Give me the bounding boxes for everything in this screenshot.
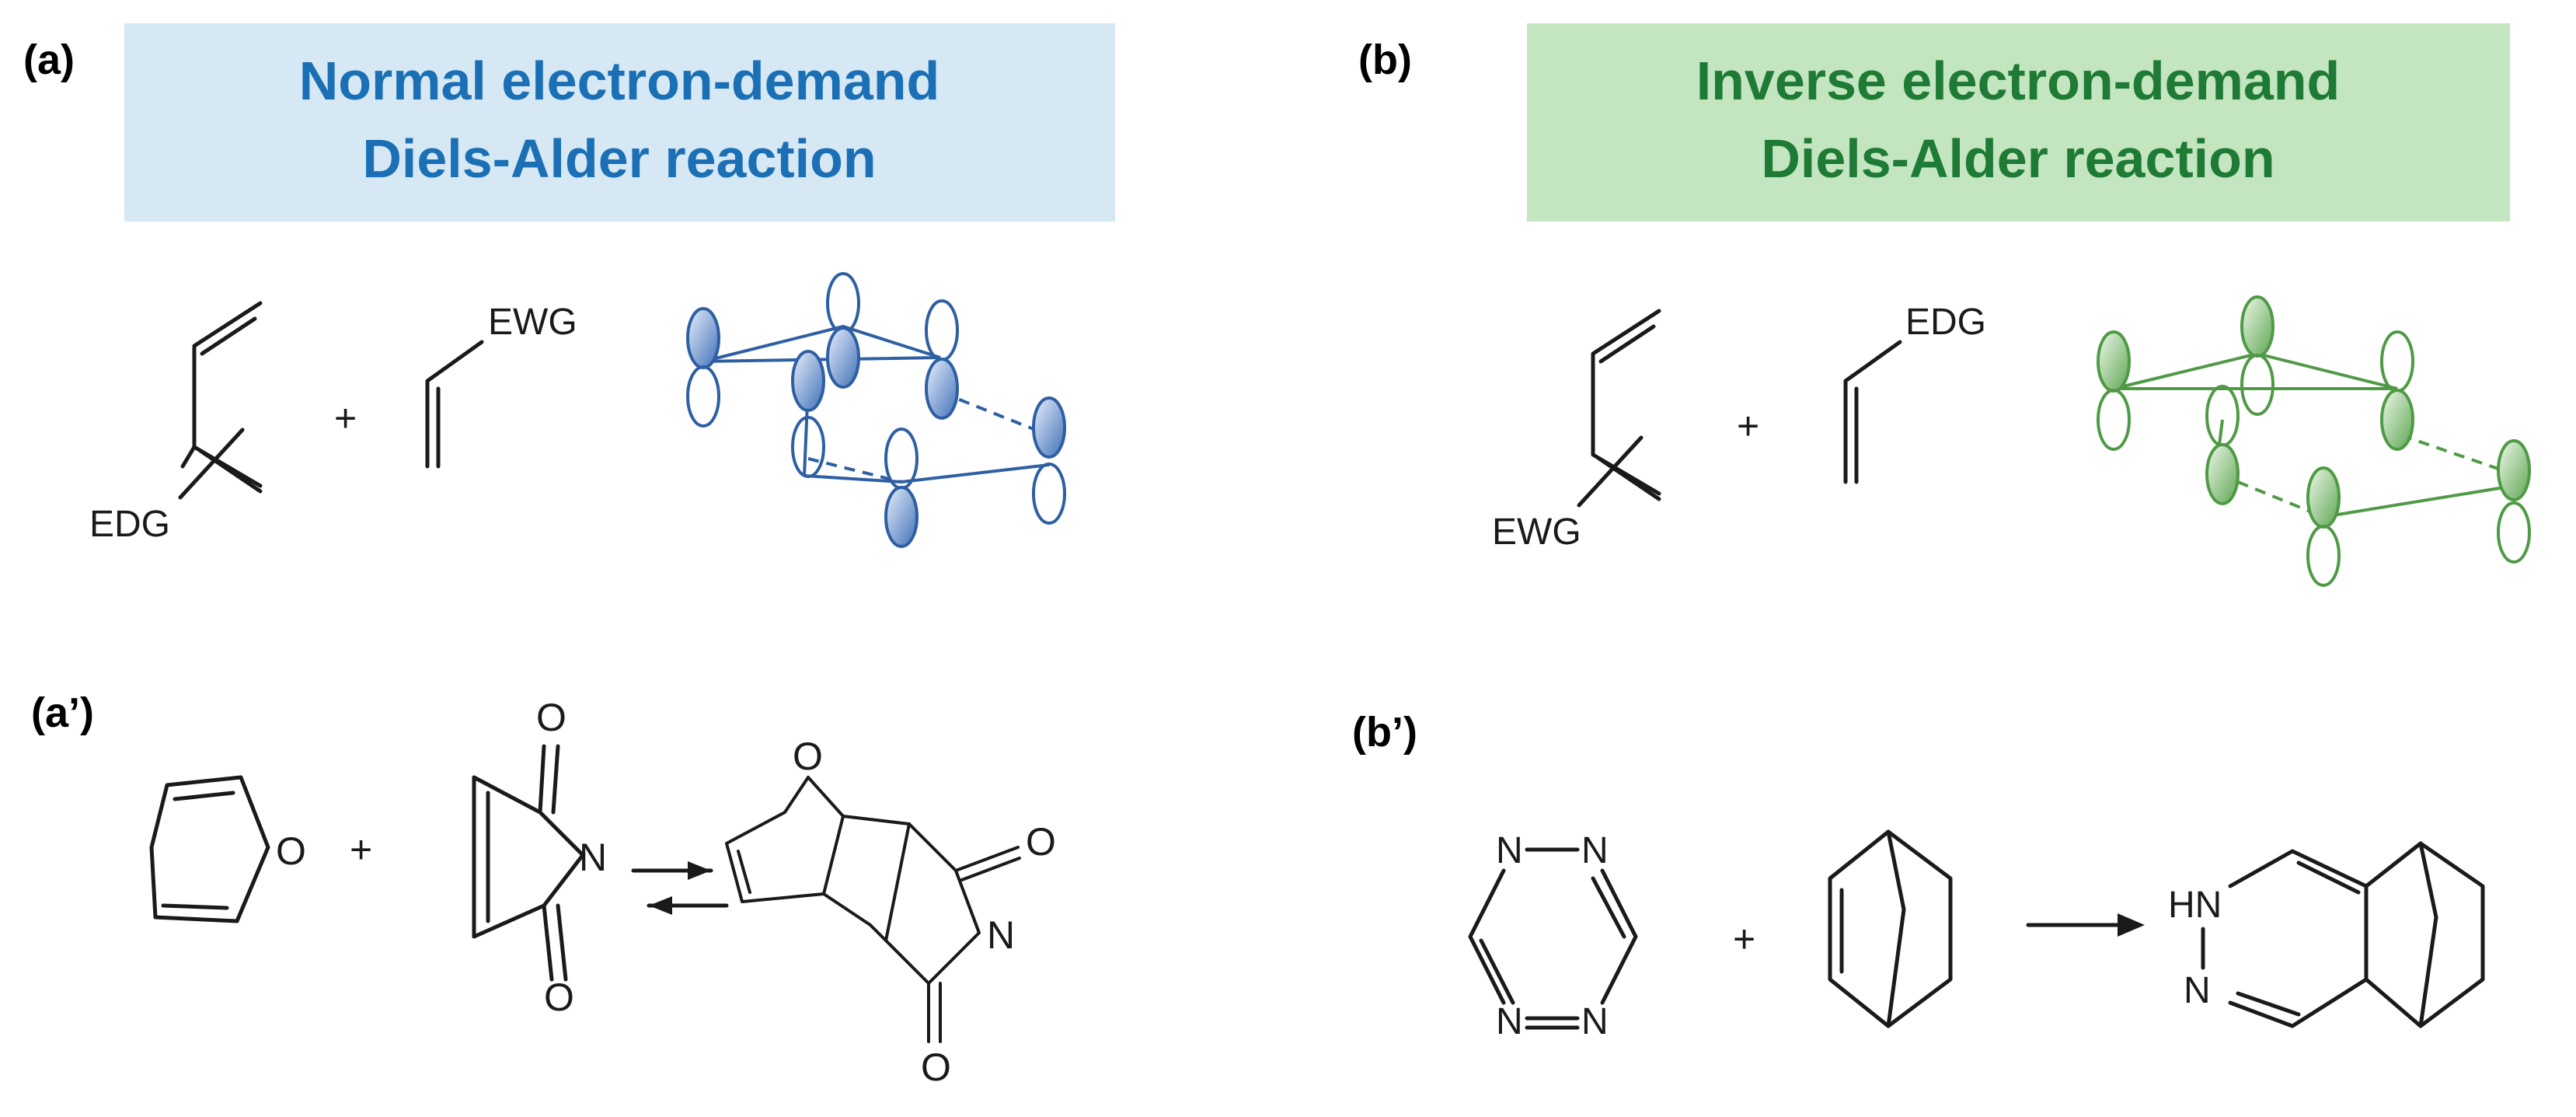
panel-a-prime-plus: + xyxy=(350,828,372,871)
norbornene-molecule xyxy=(1828,829,1953,1028)
panel-b-prime-label: (b’) xyxy=(1352,709,1417,756)
equilibrium-arrows xyxy=(631,861,729,915)
panel-a-dienophile-ewg-label: EWG xyxy=(488,302,577,343)
adduct-oxygen-bottom-label: O xyxy=(921,1045,951,1089)
tetrazine-molecule: N N N N xyxy=(1468,830,1638,1042)
product-hn-label: HN xyxy=(2168,885,2222,926)
panel-b-orbital-diagram xyxy=(2097,295,2531,587)
maleimide-oxygen-bottom-label: O xyxy=(544,976,574,1019)
panel-b-prime-plus: + xyxy=(1733,917,1755,961)
adduct-oxygen-top-label: O xyxy=(1026,820,1056,864)
panel-a-prime: (a’) O + O N O xyxy=(31,689,1056,1089)
panel-a-label: (a) xyxy=(23,37,75,83)
product-n-label: N xyxy=(2184,970,2211,1011)
panel-b-dienophile: EDG xyxy=(1843,302,1986,484)
tetrazine-n-top-right-label: N xyxy=(1581,830,1609,871)
panel-b-title-line1: Inverse electron-demand xyxy=(1696,51,2341,111)
adduct-nitrogen-label: N xyxy=(987,913,1015,957)
maleimide-oxygen-top-label: O xyxy=(536,696,566,739)
tetrazine-n-top-left-label: N xyxy=(1496,830,1523,871)
panel-a-plus: + xyxy=(334,396,357,440)
panel-a-diene-edg-label: EDG xyxy=(89,504,170,545)
adduct-bridge-oxygen-label: O xyxy=(793,735,823,778)
furan-oxygen-label: O xyxy=(276,829,306,873)
maleimide-molecule: O N O xyxy=(472,696,607,1019)
panel-a-orbital-diagram xyxy=(686,272,1066,548)
panel-a-title-box xyxy=(124,23,1115,222)
dihydropyridazine-product: HN N xyxy=(2168,841,2485,1028)
furan-molecule: O xyxy=(149,775,306,923)
maleimide-nitrogen-label: N xyxy=(579,836,607,879)
panel-b-dienophile-edg-label: EDG xyxy=(1905,302,1986,343)
panel-b-prime: (b’) N N N N + HN xyxy=(1352,709,2485,1042)
panel-a-dienophile: EWG xyxy=(425,302,577,469)
panel-b-label: (b) xyxy=(1358,37,1412,83)
panel-a-diene: EDG xyxy=(89,301,263,545)
panel-a-prime-label: (a’) xyxy=(31,689,94,736)
panel-a: (a) Normal electron-demand Diels-Alder r… xyxy=(23,23,1115,548)
tetrazine-n-bottom-left-label: N xyxy=(1496,1001,1523,1042)
panel-b-title-box xyxy=(1527,23,2510,222)
panel-b-plus: + xyxy=(1737,404,1759,448)
panel-b-diene: EWG xyxy=(1492,309,1661,553)
panel-b-diene-ewg-label: EWG xyxy=(1492,511,1581,553)
oxanorbornene-adduct: O O N O xyxy=(725,735,1056,1089)
panel-b-title-line2: Diels-Alder reaction xyxy=(1761,128,2274,189)
panel-a-title-line2: Diels-Alder reaction xyxy=(362,128,876,189)
panel-b: (b) Inverse electron-demand Diels-Alder … xyxy=(1358,23,2531,587)
panel-a-title-line1: Normal electron-demand xyxy=(299,51,940,111)
reaction-arrow xyxy=(2026,913,2145,937)
tetrazine-n-bottom-right-label: N xyxy=(1581,1001,1609,1042)
